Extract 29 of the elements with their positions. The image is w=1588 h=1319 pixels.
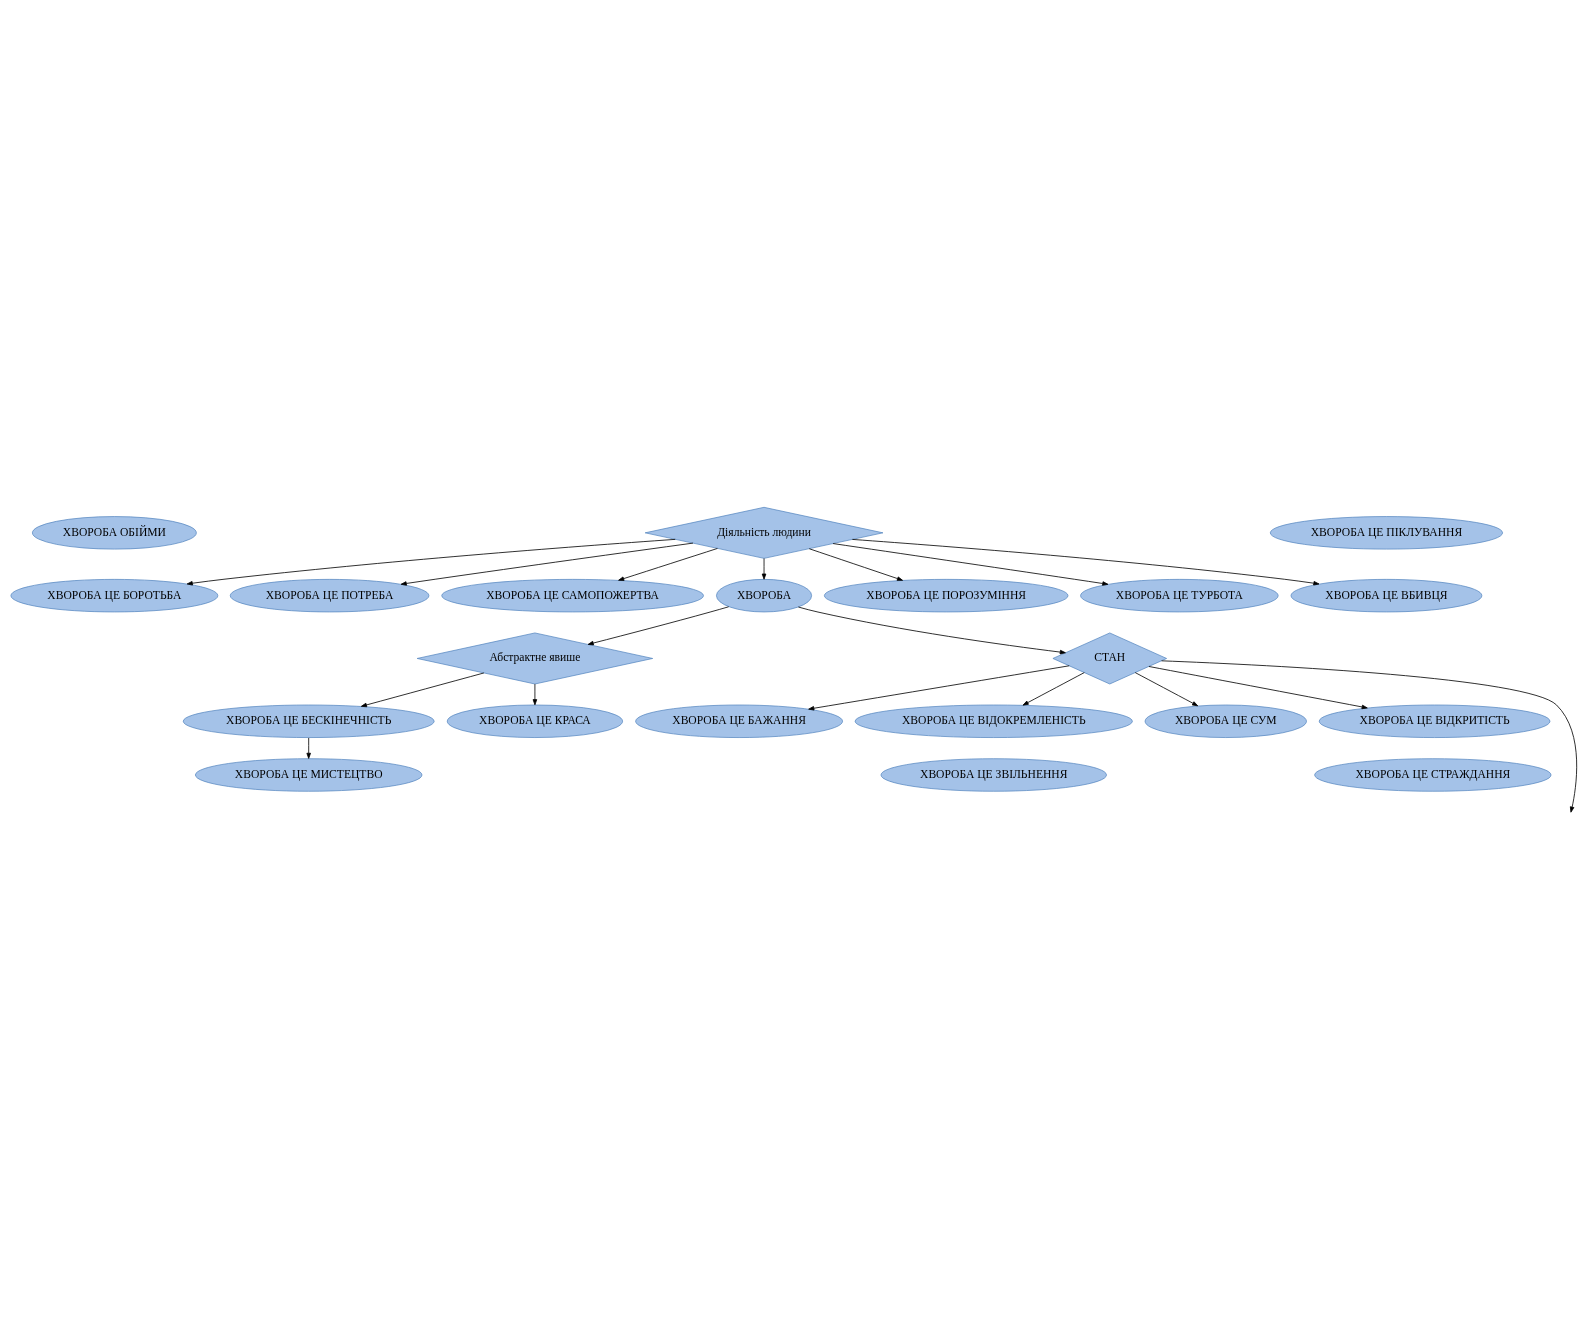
arrow	[618, 547, 718, 581]
node-ellipse: ХВОРОБА ЦЕ ВІДОКРЕМЛЕНІСТЬ	[854, 704, 1133, 738]
arrow	[808, 664, 1070, 710]
arrow	[306, 737, 311, 759]
node-ellipse: ХВОРОБА ЦЕ СТРАЖДАННЯ	[1314, 757, 1552, 792]
arrow	[1134, 671, 1199, 706]
arrow	[400, 542, 694, 586]
arrow	[587, 605, 730, 645]
node-ellipse: ХВОРОБА ОБІЙМИ	[32, 515, 197, 549]
arrow	[761, 557, 767, 580]
arrow	[851, 538, 1320, 585]
arrow	[832, 542, 1109, 586]
arrow	[532, 683, 538, 705]
arrow	[1148, 665, 1368, 709]
arrow	[808, 547, 903, 581]
node-ellipse: ХВОРОБА ЦЕ ПІКЛУВАННЯ	[1269, 515, 1503, 549]
node-ellipse: ХВОРОБА	[716, 578, 812, 612]
arrow	[798, 606, 1066, 654]
arrow	[186, 538, 676, 585]
arrow	[1161, 659, 1578, 813]
node-diamond: СТАН	[1052, 632, 1167, 684]
node-diamond: Діяльність людини	[644, 506, 884, 559]
node-diamond: Абстрактне явише	[416, 632, 653, 684]
node-ellipse: ХВОРОБА ЦЕ ЗВІЛЬНЕННЯ	[880, 757, 1107, 792]
node-ellipse: ХВОРОБА ЦЕ СУМ	[1144, 704, 1307, 738]
node-ellipse: ХВОРОБА ЦЕ МИСТЕЦТВО	[195, 757, 423, 792]
arrow	[360, 672, 485, 707]
arrow	[1022, 671, 1085, 706]
node-ellipse: ХВОРОБА ЦЕ КРАСА	[446, 704, 623, 738]
